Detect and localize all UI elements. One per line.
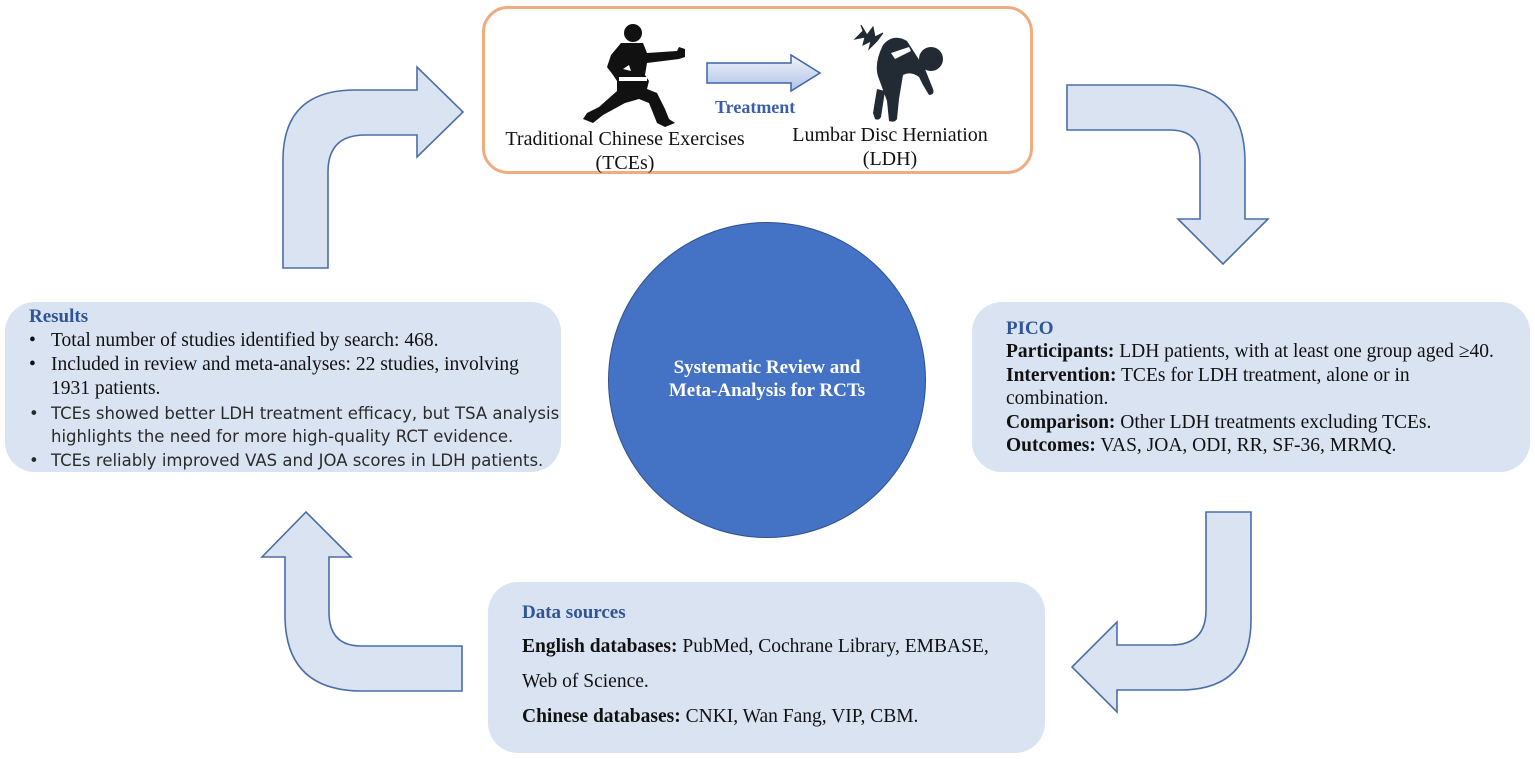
central-circle: Systematic Review and Meta-Analysis for … bbox=[608, 222, 926, 538]
arrow-sources-to-results bbox=[260, 510, 463, 692]
sources-title: Data sources bbox=[522, 602, 626, 623]
central-title-line2: Meta-Analysis for RCTs bbox=[668, 380, 866, 401]
ldh-caption-line1: Lumbar Disc Herniation bbox=[792, 124, 988, 146]
ldh-caption-line2: (LDH) bbox=[862, 148, 918, 170]
pico-label: Intervention: bbox=[1006, 364, 1117, 386]
results-item: TCEs reliably improved VAS and JOA score… bbox=[29, 449, 561, 472]
pico-comparison: Comparison: Other LDH treatments excludi… bbox=[1006, 411, 1530, 435]
treatment-box: Treatment Traditional Chinese Exercises … bbox=[482, 6, 1033, 174]
pico-text: LDH patients, with at least one group ag… bbox=[1114, 341, 1494, 362]
pico-text: VAS, JOA, ODI, RR, SF-36, MRMQ. bbox=[1095, 435, 1397, 456]
pico-panel: PICO Participants: LDH patients, with at… bbox=[972, 302, 1530, 472]
sources-chinese-label: Chinese databases: bbox=[522, 706, 681, 727]
data-sources-panel: Data sources English databases: PubMed, … bbox=[488, 582, 1045, 753]
sources-english-label: English databases: bbox=[522, 636, 678, 657]
sources-chinese: Chinese databases: CNKI, Wan Fang, VIP, … bbox=[522, 705, 1045, 729]
sources-english-cont: Web of Science. bbox=[522, 671, 649, 692]
arrow-results-to-treatment bbox=[282, 65, 465, 269]
pico-text: TCEs for LDH treatment, alone or in comb… bbox=[1006, 364, 1410, 410]
central-title: Systematic Review and Meta-Analysis for … bbox=[669, 356, 865, 402]
results-item: Included in review and meta-analyses: 22… bbox=[29, 353, 561, 401]
results-list: Total number of studies identified by se… bbox=[29, 329, 561, 472]
pico-participants: Participants: LDH patients, with at leas… bbox=[1006, 340, 1530, 364]
results-panel: Results Total number of studies identifi… bbox=[5, 302, 561, 472]
central-title-line1: Systematic Review and bbox=[673, 357, 861, 378]
tce-caption-line2: (TCEs) bbox=[595, 152, 655, 174]
treatment-arrow-icon bbox=[706, 53, 822, 93]
pico-outcomes: Outcomes: VAS, JOA, ODI, RR, SF-36, MRMQ… bbox=[1006, 434, 1530, 458]
arrow-pico-to-sources bbox=[1070, 511, 1252, 714]
pico-label: Participants: bbox=[1006, 341, 1115, 362]
results-item: Total number of studies identified by se… bbox=[29, 329, 561, 353]
sources-english-text: PubMed, Cochrane Library, EMBASE, bbox=[677, 636, 989, 657]
pico-label: Comparison: bbox=[1006, 411, 1116, 433]
pico-intervention: Intervention: TCEs for LDH treatment, al… bbox=[1006, 364, 1446, 411]
ldh-caption: Lumbar Disc Herniation (LDH) bbox=[775, 123, 1005, 171]
back-pain-figure-icon bbox=[849, 19, 953, 123]
tce-caption-line1: Traditional Chinese Exercises bbox=[505, 128, 745, 150]
arrow-treatment-to-pico bbox=[1066, 84, 1270, 266]
treatment-label: Treatment bbox=[715, 97, 796, 117]
sources-english: English databases: PubMed, Cochrane Libr… bbox=[522, 635, 1045, 659]
results-item: TCEs showed better LDH treatment efficac… bbox=[29, 402, 561, 448]
results-title: Results bbox=[29, 306, 89, 327]
martial-arts-figure-icon bbox=[577, 19, 689, 131]
pico-title: PICO bbox=[1006, 318, 1054, 339]
pico-text: Other LDH treatments excluding TCEs. bbox=[1115, 411, 1432, 433]
pico-label: Outcomes: bbox=[1006, 435, 1096, 456]
tce-caption: Traditional Chinese Exercises (TCEs) bbox=[495, 127, 755, 175]
sources-chinese-text: CNKI, Wan Fang, VIP, CBM. bbox=[680, 706, 919, 727]
